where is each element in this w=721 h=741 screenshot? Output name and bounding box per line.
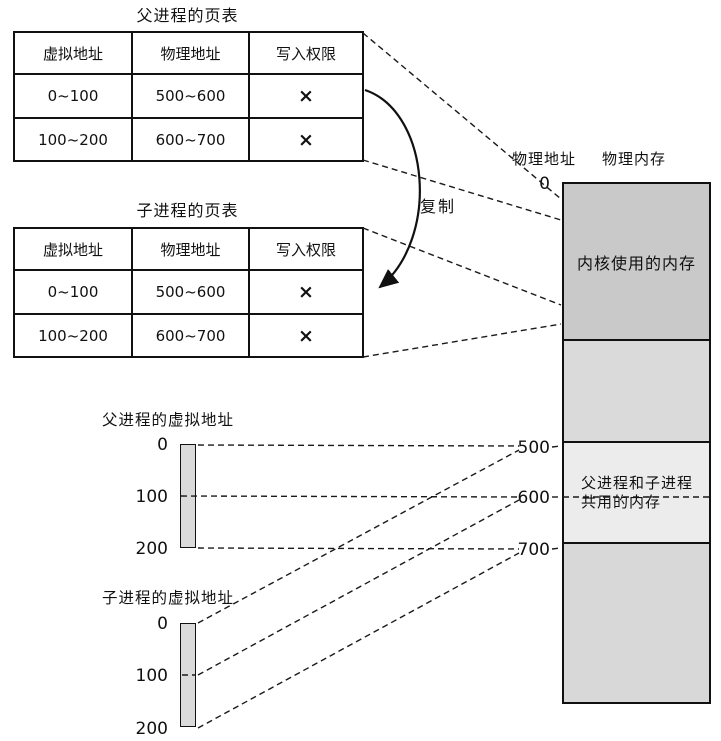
table-cell: 600~700 — [131, 313, 250, 358]
physical-memory-column-label: 物理内存 — [602, 150, 667, 168]
parent-virtual-address-title: 父进程的虚拟地址 — [102, 411, 235, 429]
parent-va-tick-200: 200 — [135, 539, 168, 559]
table-cell: 100~200 — [13, 313, 133, 358]
tick-700 — [551, 547, 562, 550]
tick-500 — [551, 445, 562, 448]
shared-memory-region-label: 父进程和子进程 共用的内存 — [581, 474, 693, 512]
physical-address-column-label: 物理地址 — [512, 150, 577, 168]
physical-address-600: 600 — [517, 488, 550, 508]
child-page-table-title: 子进程的页表 — [136, 201, 239, 220]
no-write-permission-mark: × — [248, 73, 364, 119]
unlabeled-memory-region-upper — [564, 341, 709, 443]
parent-va-tick-0: 0 — [157, 435, 168, 455]
parent-header-virtual-address: 虚拟地址 — [13, 31, 133, 75]
kernel-memory-region-label: 内核使用的内存 — [576, 253, 696, 273]
parent-page-table-title: 父进程的页表 — [136, 6, 239, 25]
table-row: 100~200 600~700 × — [13, 117, 364, 162]
child-page-table: 虚拟地址 物理地址 写入权限 0~100 500~600 × 100~200 6… — [13, 227, 364, 358]
kernel-memory-region: 内核使用的内存 — [564, 184, 709, 341]
copy-arrow — [364, 88, 421, 289]
table-row: 100~200 600~700 × — [13, 313, 364, 358]
dashed-parent-va0-to-500 — [197, 444, 520, 447]
dashed-parent-va100-to-600 — [180, 495, 520, 498]
parent-va-bar — [180, 444, 196, 548]
no-write-permission-mark: × — [248, 269, 364, 315]
child-va-tick-100: 100 — [135, 666, 168, 686]
shared-memory-label-line1: 父进程和子进程 — [581, 474, 694, 492]
table-row: 0~100 500~600 × — [13, 73, 364, 119]
dashed-parent-va200-to-700 — [197, 547, 520, 550]
physical-address-500: 500 — [517, 438, 550, 458]
parent-page-table: 虚拟地址 物理地址 写入权限 0~100 500~600 × 100~200 6… — [13, 31, 364, 162]
physical-address-0: 0 — [539, 174, 550, 194]
child-va-tick-200: 200 — [135, 719, 168, 739]
no-write-permission-mark: × — [248, 117, 364, 162]
child-va-bar — [180, 623, 196, 727]
child-virtual-address-title: 子进程的虚拟地址 — [102, 589, 235, 607]
physical-memory-column: 内核使用的内存 父进程和子进程 共用的内存 — [562, 182, 711, 704]
dashed-child-va100-to-600 — [197, 499, 520, 676]
parent-header-physical-address: 物理地址 — [131, 31, 250, 75]
table-cell: 0~100 — [13, 269, 133, 315]
child-header-physical-address: 物理地址 — [131, 227, 250, 271]
dashed-child-va200-to-700 — [197, 552, 520, 729]
child-header-write-permission: 写入权限 — [248, 227, 364, 271]
dashed-child-va0-to-500 — [197, 449, 520, 624]
shared-memory-region: 父进程和子进程 共用的内存 — [564, 443, 709, 544]
physical-address-700: 700 — [517, 540, 550, 560]
table-cell: 100~200 — [13, 117, 133, 162]
parent-va-tick-100: 100 — [135, 487, 168, 507]
child-va-tick-0: 0 — [157, 614, 168, 634]
child-header-virtual-address: 虚拟地址 — [13, 227, 133, 271]
unlabeled-memory-region-lower — [564, 544, 709, 702]
copy-arrow-label: 复制 — [420, 197, 457, 216]
table-cell: 500~600 — [131, 73, 250, 119]
parent-header-write-permission: 写入权限 — [248, 31, 364, 75]
dashed-child-table-top-to-kernel — [362, 227, 562, 306]
shared-memory-label-line2: 共用的内存 — [581, 493, 662, 511]
table-cell: 0~100 — [13, 73, 133, 119]
table-row: 0~100 500~600 × — [13, 269, 364, 315]
dashed-child-table-bottom-to-kernel — [362, 323, 562, 358]
table-cell: 500~600 — [131, 269, 250, 315]
no-write-permission-mark: × — [248, 313, 364, 358]
table-cell: 600~700 — [131, 117, 250, 162]
